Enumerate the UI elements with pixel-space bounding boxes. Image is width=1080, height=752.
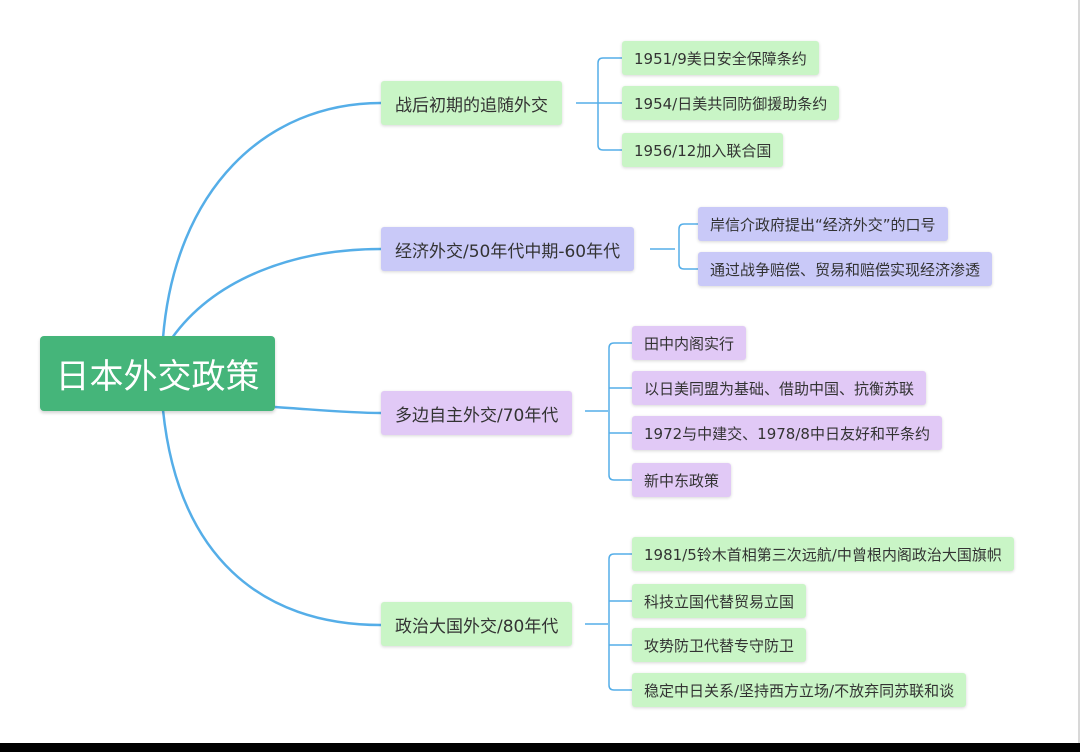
root-node[interactable]: 日本外交政策 <box>40 336 275 411</box>
leaf-node-stabilize-china-japan[interactable]: 稳定中日关系/坚持西方立场/不放弃同苏联和谈 <box>632 673 967 707</box>
leaf-node-us-japan-alliance-basis[interactable]: 以日美同盟为基础、借助中国、抗衡苏联 <box>632 371 927 405</box>
leaf-node-technology-nation[interactable]: 科技立国代替贸易立国 <box>632 584 807 618</box>
leaf-node-kishi-slogan[interactable]: 岸信介政府提出“经济外交”的口号 <box>698 207 948 241</box>
link-root-branch-1 <box>161 101 382 339</box>
link-root-branch-3 <box>274 405 382 415</box>
leaf-node-1972-1978-china-relations[interactable]: 1972与中建交、1978/8中日友好和平条约 <box>632 416 942 450</box>
bracket-branch-1 <box>576 57 622 151</box>
leaf-node-new-middle-east-policy[interactable]: 新中东政策 <box>632 463 732 497</box>
leaf-node-tanaka-cabinet[interactable]: 田中内阁实行 <box>632 326 747 360</box>
leaf-node-offensive-defense[interactable]: 攻势防卫代替专守防卫 <box>632 628 807 662</box>
leaf-node-1981-suzuki-nakasone[interactable]: 1981/5铃木首相第三次远航/中曾根内阁政治大国旗帜 <box>632 537 1014 571</box>
branch-node-multilateral-autonomous-diplomacy[interactable]: 多边自主外交/70年代 <box>381 391 573 435</box>
leaf-node-economic-penetration[interactable]: 通过战争赔偿、贸易和赔偿实现经济渗透 <box>698 252 993 286</box>
leaf-node-1954-defense-aid-treaty[interactable]: 1954/日美共同防御援助条约 <box>622 86 840 120</box>
branch-node-economic-diplomacy[interactable]: 经济外交/50年代中期-60年代 <box>381 227 635 271</box>
bottom-black-bar <box>0 743 1080 752</box>
branch-node-political-power-diplomacy[interactable]: 政治大国外交/80年代 <box>381 602 573 646</box>
leaf-node-1951-security-treaty[interactable]: 1951/9美日安全保障条约 <box>622 41 819 75</box>
link-root-branch-2 <box>170 247 382 339</box>
leaf-node-1956-join-un[interactable]: 1956/12加入联合国 <box>622 133 784 167</box>
bracket-branch-4 <box>585 553 632 691</box>
right-edge-border <box>1078 0 1080 752</box>
bracket-branch-3 <box>585 342 632 481</box>
branch-node-postwar-following-diplomacy[interactable]: 战后初期的追随外交 <box>381 81 562 125</box>
bracket-branch-2 <box>650 223 698 270</box>
link-root-branch-4 <box>161 409 382 627</box>
